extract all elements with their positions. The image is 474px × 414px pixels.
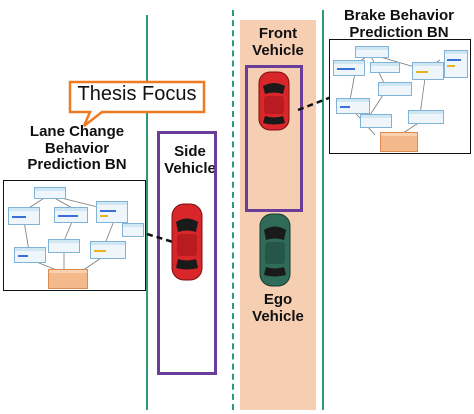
bn-node [336,98,370,114]
brake-bn-title-line: Prediction BN [349,23,449,41]
brake-bn-panel [329,39,471,154]
front-vehicle-label: Front Vehicle [240,25,316,59]
brake-bn-title-line: Brake Behavior [343,7,455,24]
bn-node [355,46,389,58]
bn-node [90,241,126,259]
bn-node [14,247,46,263]
brake-bn-title: Brake Behavior Prediction BN [330,7,468,41]
lane-change-bn-panel [3,180,146,291]
side-vehicle-label: Side Vehicle [160,143,220,177]
bn-node [34,187,66,199]
bn-node [360,114,392,128]
bn-node [412,62,444,80]
lane-change-bn-title: Lane Change Behavior Prediction BN [8,123,146,174]
lane-line-right [322,10,324,410]
bn-node [96,201,128,223]
lane-line-center-dashed [232,10,234,410]
bn-node [8,207,40,225]
lane-line-left [146,15,148,410]
bn-node [333,60,365,76]
side-vehicle-focus-box [157,131,217,375]
side-vehicle-label-line: Vehicle [164,159,216,177]
bn-node [370,62,400,73]
bn-node [48,269,88,289]
connector-side-to-lane-bn [146,232,174,244]
bn-node [48,239,80,253]
lane-change-bn-title-line: Behavior [44,139,110,157]
side-vehicle-label-line: Side [174,143,206,160]
front-vehicle-focus-box [245,65,303,212]
bn-node [54,207,88,223]
side-vehicle-car [171,203,203,281]
bn-node [378,82,412,96]
thesis-focus-callout [68,80,206,127]
bn-node [408,110,444,124]
bn-node [444,50,468,78]
connector-front-to-brake-bn [297,94,335,112]
front-vehicle-label-line: Vehicle [252,41,304,59]
thesis-focus-text: Thesis Focus [77,83,197,105]
ego-vehicle-label-line: Ego [263,291,293,308]
ego-vehicle-label-line: Vehicle [252,307,304,325]
lane-change-bn-title-line: Lane Change [29,123,125,140]
front-vehicle-label-line: Front [258,25,298,42]
ego-vehicle-label: Ego Vehicle [240,291,316,325]
ego-vehicle-car [259,213,291,287]
front-vehicle-car [258,71,290,131]
bn-node [122,223,144,237]
lane-change-bn-title-line: Prediction BN [27,156,127,173]
bn-node [380,132,418,152]
